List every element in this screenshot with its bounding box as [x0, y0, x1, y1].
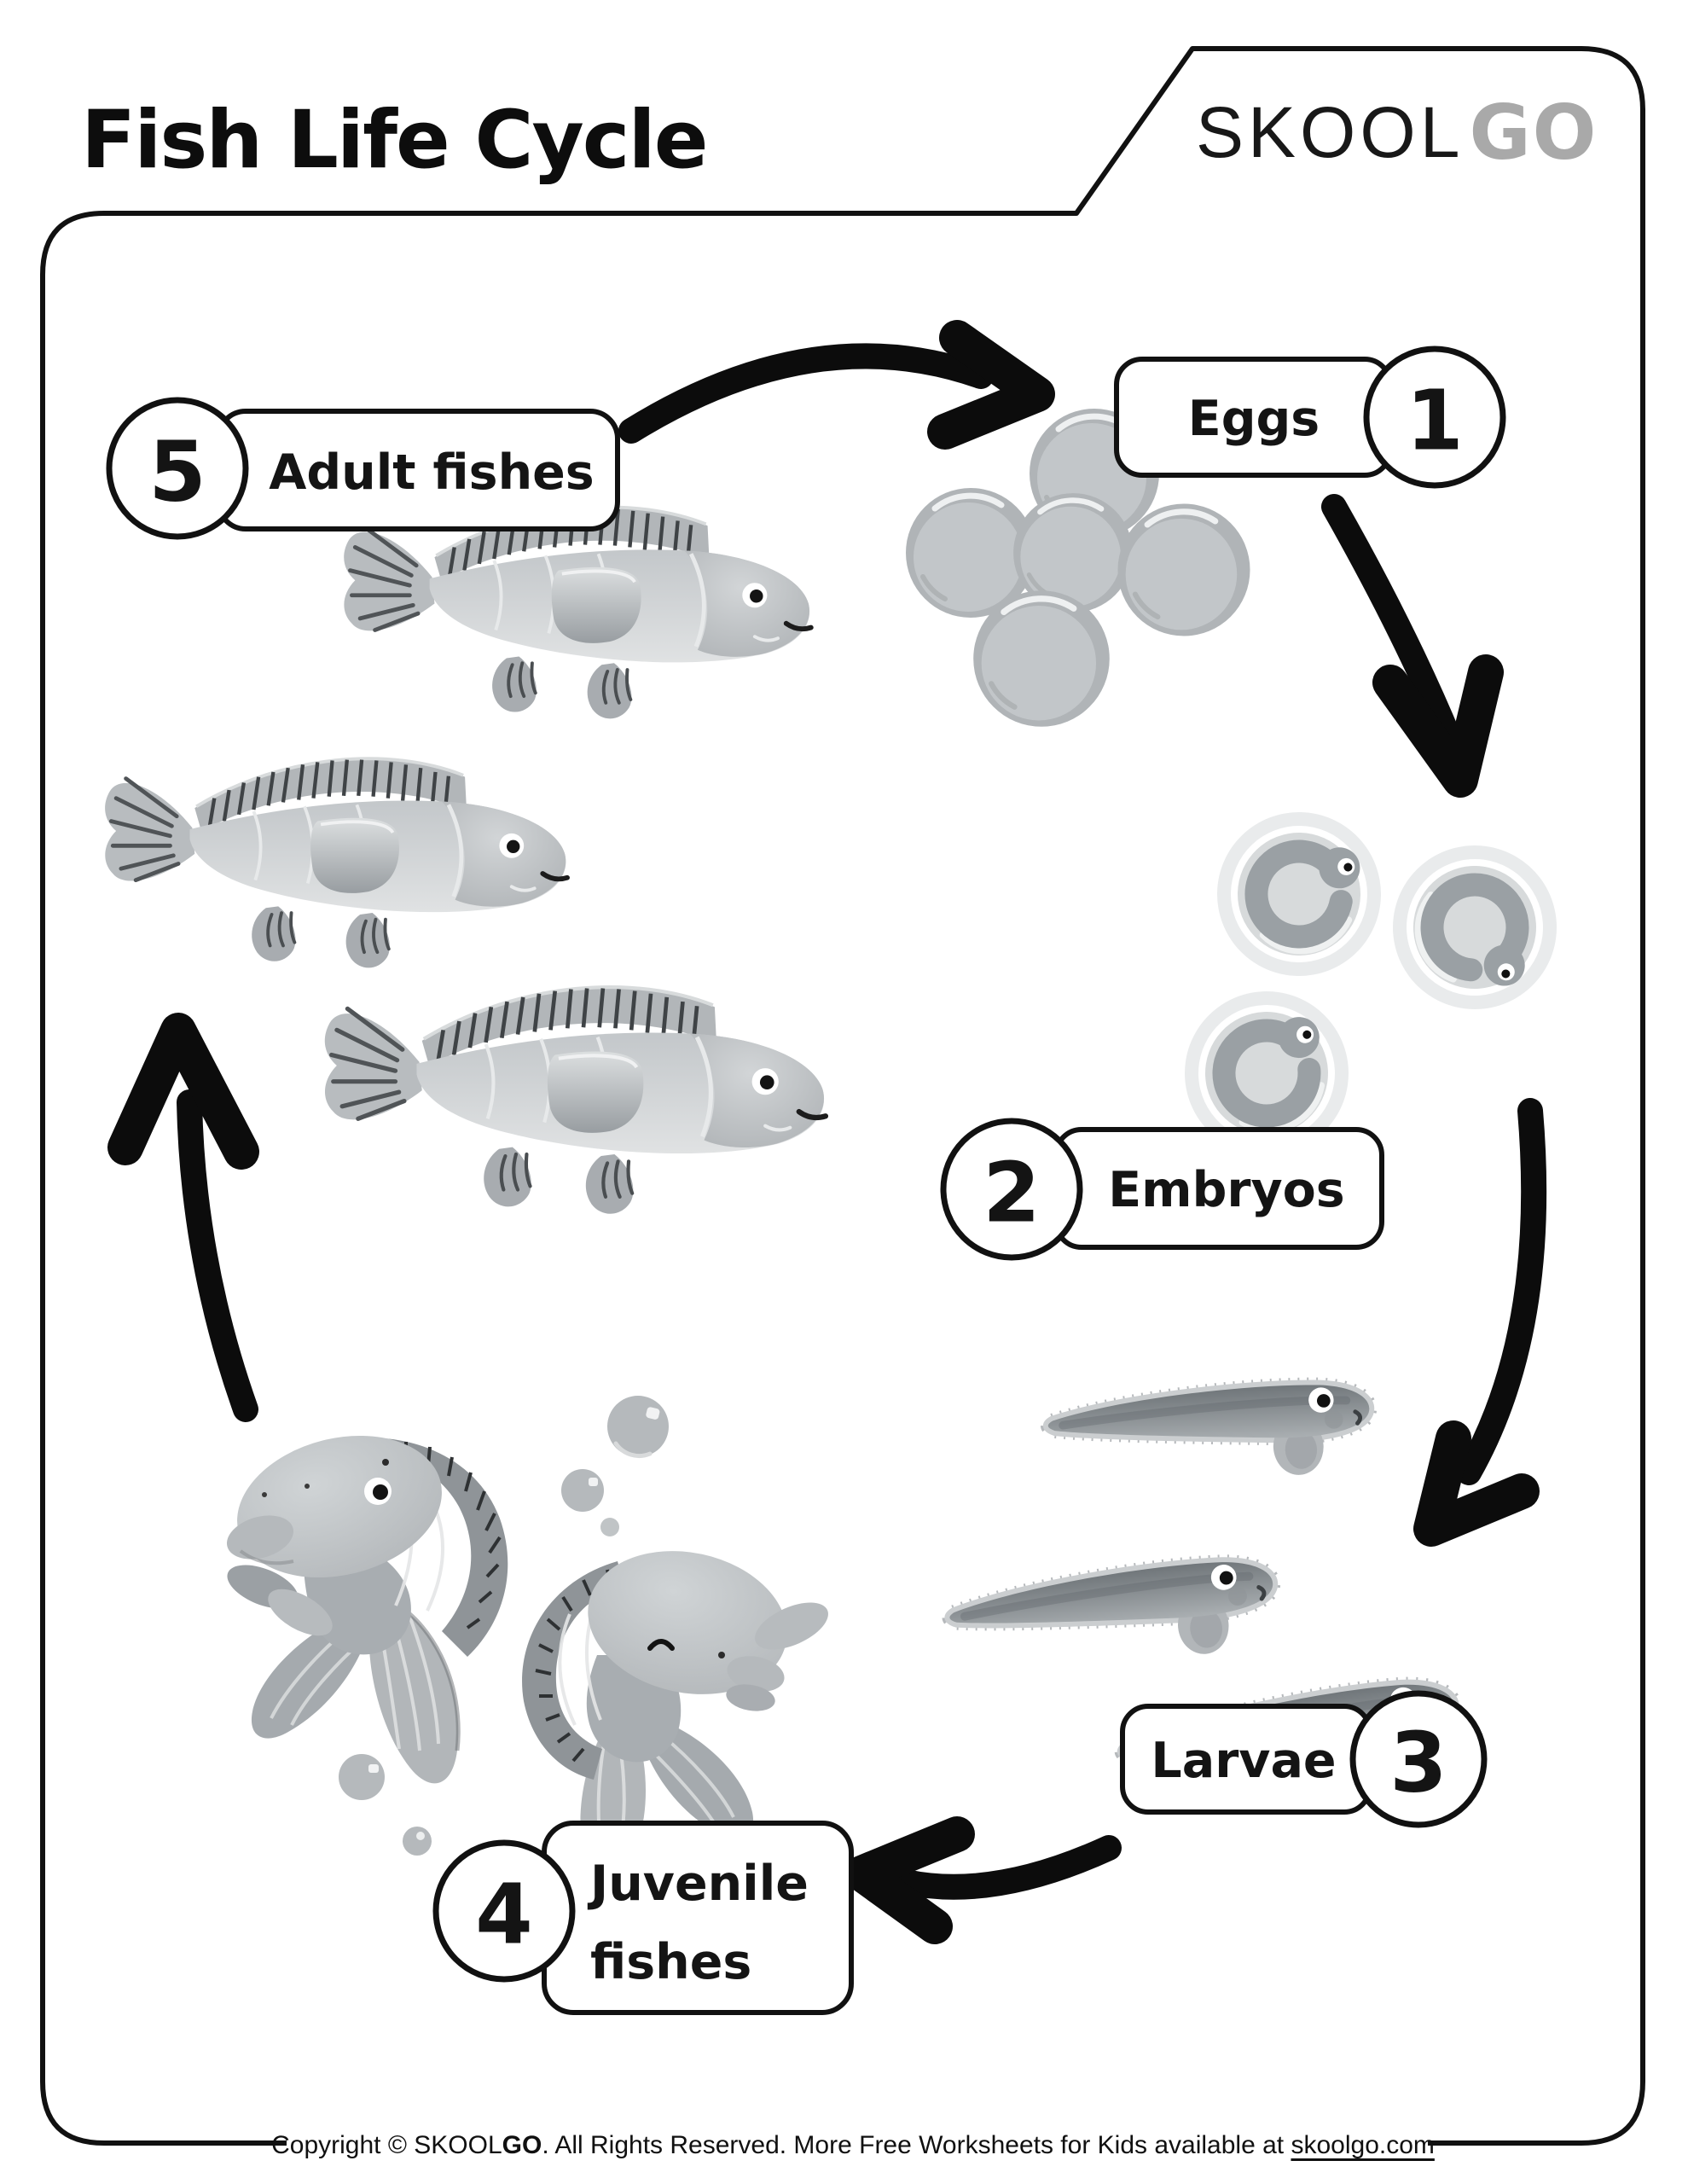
stage-label-2: Embryos — [1108, 1162, 1345, 1218]
stage-circle-5 — [106, 397, 249, 540]
stage-circle-1 — [1363, 346, 1506, 489]
footer-link-skoolgo[interactable]: skoolgo.com — [1291, 2131, 1434, 2159]
stage-circle-3 — [1349, 1690, 1488, 1828]
adult-fish-1 — [344, 507, 811, 718]
stage-2-label-group: 2 Embryos — [940, 1118, 1384, 1261]
logo-go-text: GO — [1469, 89, 1598, 177]
arrow-embryos-to-larvae — [1413, 1098, 1547, 1547]
stage-number-5: 5 — [148, 424, 206, 520]
stage-number-1: 1 — [1406, 373, 1464, 469]
stage-3-label-group: 3 Larvae — [1120, 1690, 1488, 1828]
stage-number-3: 3 — [1389, 1715, 1447, 1811]
stage-5-label-group: 5 Adult fishes — [106, 397, 620, 540]
footer-copyright: Copyright © SKOOLGO. All Rights Reserved… — [271, 2131, 1435, 2159]
stage-4-label-group: 4 Juvenile fishes — [432, 1821, 854, 2015]
stage-1-label-group: 1 Eggs — [1114, 346, 1506, 489]
juvenile-fish-left — [226, 1435, 508, 1784]
stage-label-5: Adult fishes — [269, 444, 594, 501]
page-title: Fish Life Cycle — [81, 94, 706, 187]
stage-label-3: Larvae — [1151, 1733, 1336, 1789]
footer-line-gap — [287, 2126, 1428, 2160]
stage-number-4: 4 — [475, 1867, 533, 1963]
stage-label-4-line1: Juvenile — [587, 1856, 809, 1912]
juvenile-fishes-illustration — [226, 1396, 828, 1883]
content-frame-border — [40, 46, 1645, 2146]
stage-label-4-line2: fishes — [590, 1934, 751, 1990]
arrow-juveniles-to-adults — [107, 1013, 259, 1422]
stage-circle-4 — [432, 1839, 576, 1983]
embryos-illustration — [1157, 799, 1575, 1182]
arrow-larvae-to-juveniles — [844, 1816, 1122, 1944]
skoolgo-logo: SKOOLGO — [1196, 89, 1598, 177]
adult-fish-3 — [325, 987, 826, 1214]
arrow-eggs-to-embryos — [1321, 494, 1504, 798]
footer-text-bold: GO — [502, 2131, 542, 2159]
stage-label-1: Eggs — [1188, 391, 1320, 447]
bubbles — [339, 1396, 669, 1856]
adult-fish-2 — [105, 758, 567, 967]
arrow-adults-to-eggs — [618, 320, 1055, 450]
stage-circle-2 — [940, 1118, 1083, 1261]
logo-skool-text: SKOOL — [1196, 92, 1464, 172]
footer-text-prefix: Copyright © SKOOL — [271, 2131, 502, 2159]
footer-text-suffix: . All Rights Reserved. More Free Workshe… — [542, 2131, 1291, 2159]
stage-number-2: 2 — [983, 1145, 1041, 1241]
